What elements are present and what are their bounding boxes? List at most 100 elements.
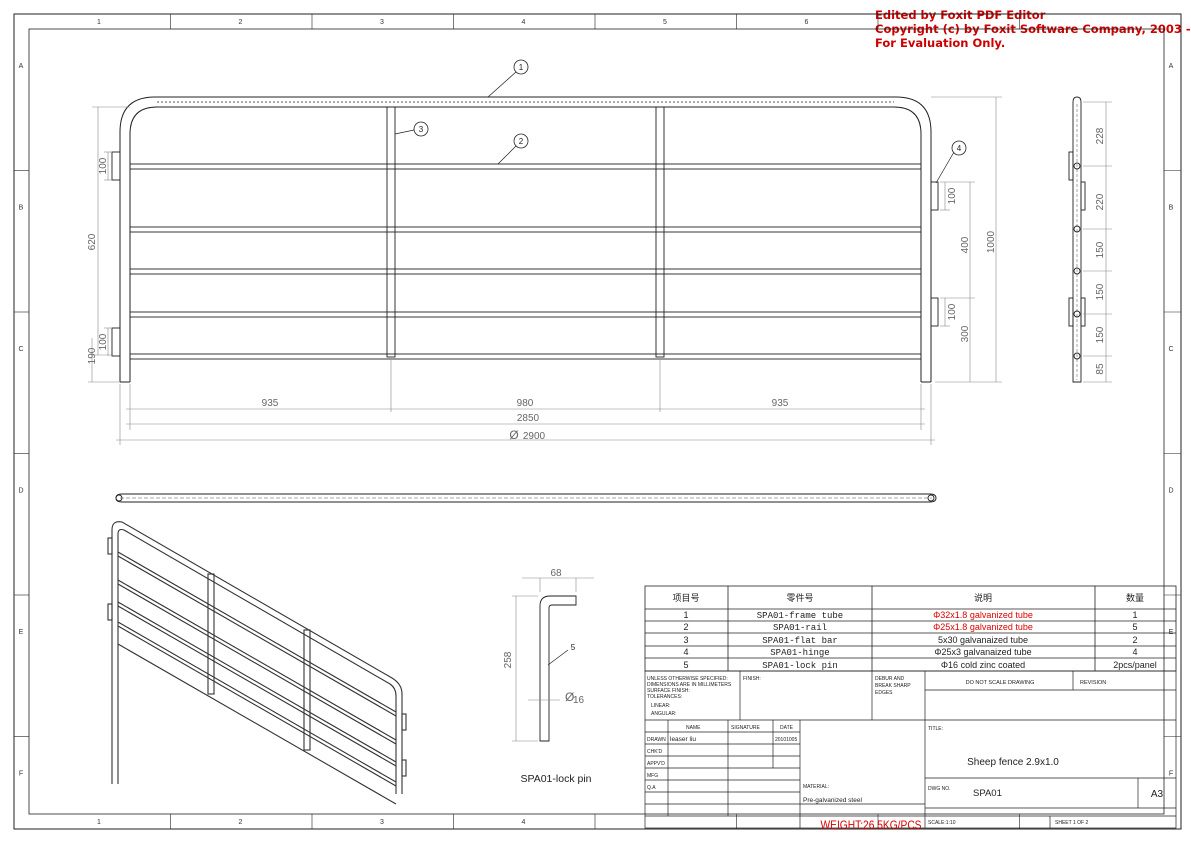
callout-3-number: 3 (419, 125, 424, 134)
grid-col-label-bottom-3: 3 (380, 819, 384, 826)
side-tube (1072, 96, 1082, 383)
dim-300: 300 (960, 325, 971, 342)
front-dimensions (88, 96, 1002, 445)
revision-label: REVISION (1080, 680, 1106, 686)
grid-row-label-E: E (19, 629, 24, 636)
callout-3-leader (394, 129, 415, 135)
drawn-name: leaser liu (670, 736, 696, 743)
side-rail-4 (1073, 310, 1081, 318)
dim-100-left-top: 100 (98, 157, 109, 174)
role-mfg: MFG (647, 773, 658, 779)
callout-2-leader (497, 145, 517, 165)
grid-row-label-F: F (19, 771, 23, 778)
dim-100-right-top: 100 (947, 187, 958, 204)
watermark-line-1: Edited by Foxit PDF Editor (875, 8, 1046, 22)
scale: SCALE:1:10 (928, 820, 956, 826)
grid-row-label-B: B (19, 205, 24, 212)
weight: WEIGHT:26.5KG/PCS (821, 818, 922, 832)
unless-line-3: SURFACE FINISH: (647, 688, 690, 694)
bom-qty: 1 (1132, 610, 1137, 620)
bom-item: 3 (683, 635, 688, 645)
grid-row-label-right-C: C (1168, 346, 1173, 353)
bom-header: 零件号 (786, 592, 813, 603)
col-name: NAME (686, 725, 701, 731)
grid-row-label-right-D: D (1168, 488, 1173, 495)
side-hinge-2 (1068, 297, 1074, 327)
dim-980: 980 (517, 398, 534, 409)
flat-bar-right (655, 106, 665, 358)
drawing-title: Sheep fence 2.9x1.0 (967, 757, 1059, 768)
debur-line-2: BREAK SHARP (875, 683, 911, 689)
unless-line-2: DIMENSIONS ARE IN MILLIMETERS (647, 682, 732, 688)
bom-part: SPA01-hinge (770, 648, 829, 658)
grid-row-label-right-B: B (1169, 205, 1174, 212)
inner-border (28, 28, 1165, 815)
frame-tube-inner (129, 106, 922, 382)
dim-150-2: 150 (1095, 283, 1106, 300)
callout-4-balloon (951, 140, 967, 156)
lock-pin-dimensions (512, 577, 594, 742)
bom-qty: 5 (1132, 622, 1137, 632)
unless-line-1: UNLESS OTHERWISE SPECIFIED: (647, 676, 728, 682)
grid-row-label-right-F: F (1169, 771, 1173, 778)
iso-rail-5 (117, 643, 397, 805)
iso-latch-2 (401, 759, 407, 777)
hinge-left-top (111, 151, 121, 181)
bom-item: 2 (683, 622, 688, 632)
outer-border (13, 13, 1182, 830)
dim-258: 258 (503, 651, 514, 668)
flat-bar-left (386, 106, 396, 358)
dwg-label: DWG NO. (928, 786, 951, 792)
rail-3 (129, 268, 922, 275)
grid-row-label-D: D (18, 488, 23, 495)
dim-1000: 1000 (986, 230, 997, 253)
title-label: TITLE: (928, 726, 943, 732)
latch-right-top (930, 181, 939, 211)
bom-header: 数量 (1126, 592, 1144, 603)
bom-part: SPA01-flat bar (762, 636, 838, 646)
callout-1-leader (487, 71, 517, 98)
dim-150-3: 150 (1095, 326, 1106, 343)
role-appvd: APPV'D (647, 761, 665, 767)
callout-2-number: 2 (519, 137, 524, 146)
iso-rail-2 (117, 579, 397, 741)
dim-68: 68 (550, 568, 562, 579)
grid-col-label-bottom-4: 4 (522, 819, 526, 826)
bom-header: 项目号 (672, 593, 699, 603)
side-view (1068, 96, 1086, 383)
callout-4-leader (935, 151, 955, 184)
rail-5 (129, 353, 922, 360)
bom-item: 4 (683, 647, 688, 657)
pin-diameter-symbol: Ø (565, 690, 574, 704)
side-latch-1 (1080, 181, 1086, 211)
latch-right-bottom (930, 297, 939, 327)
bom-description: Φ32x1.8 galvanized tube (933, 610, 1033, 620)
callout-1-balloon (513, 59, 529, 75)
bom-part: SPA01-rail (773, 623, 827, 633)
bom-header: 说明 (974, 592, 992, 603)
side-rail-3 (1073, 267, 1081, 275)
debur-line-3: EDGES (875, 690, 893, 696)
iso-hinge-1 (107, 537, 113, 555)
debur-line-1: DEBUR AND (875, 676, 905, 682)
rail-2 (129, 226, 922, 233)
isometric-view (107, 521, 407, 805)
grid-col-label-2: 2 (239, 19, 243, 26)
dim-2850: 2850 (517, 413, 540, 424)
unless-line-6: ANGULAR: (651, 711, 677, 717)
bom-qty: 4 (1132, 647, 1137, 657)
grid-col-label-5: 5 (663, 19, 667, 26)
side-hinge-1 (1068, 151, 1074, 181)
grid-row-label-A: A (19, 63, 24, 70)
dim-2900: 2900 (523, 431, 546, 442)
iso-rail-1 (117, 551, 397, 713)
rail-4 (129, 311, 922, 318)
lock-pin (539, 595, 577, 742)
role-qa: Q.A (647, 785, 656, 791)
material-value: Pre-galvanized steel (803, 797, 862, 804)
callout-2-balloon (513, 133, 529, 149)
watermark-line-3: For Evaluation Only. (875, 36, 1006, 50)
